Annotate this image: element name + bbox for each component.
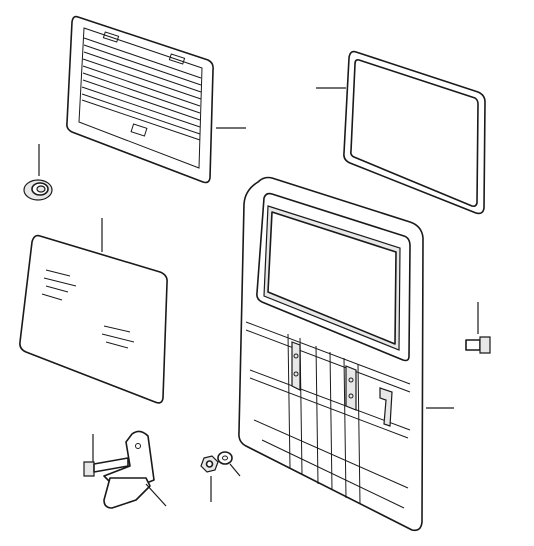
- rear-door-shell: [238, 176, 454, 532]
- nut: [200, 455, 219, 502]
- window-seal: [316, 50, 486, 215]
- striker-bracket: [103, 430, 167, 509]
- grommet: [23, 144, 53, 201]
- washer: [217, 451, 241, 477]
- bolt-left: [83, 434, 129, 477]
- heated-rear-glass: [66, 15, 246, 184]
- bolt-right: [465, 302, 491, 354]
- heater-element-lines: [81, 37, 202, 141]
- side-glass-pane: [19, 218, 168, 404]
